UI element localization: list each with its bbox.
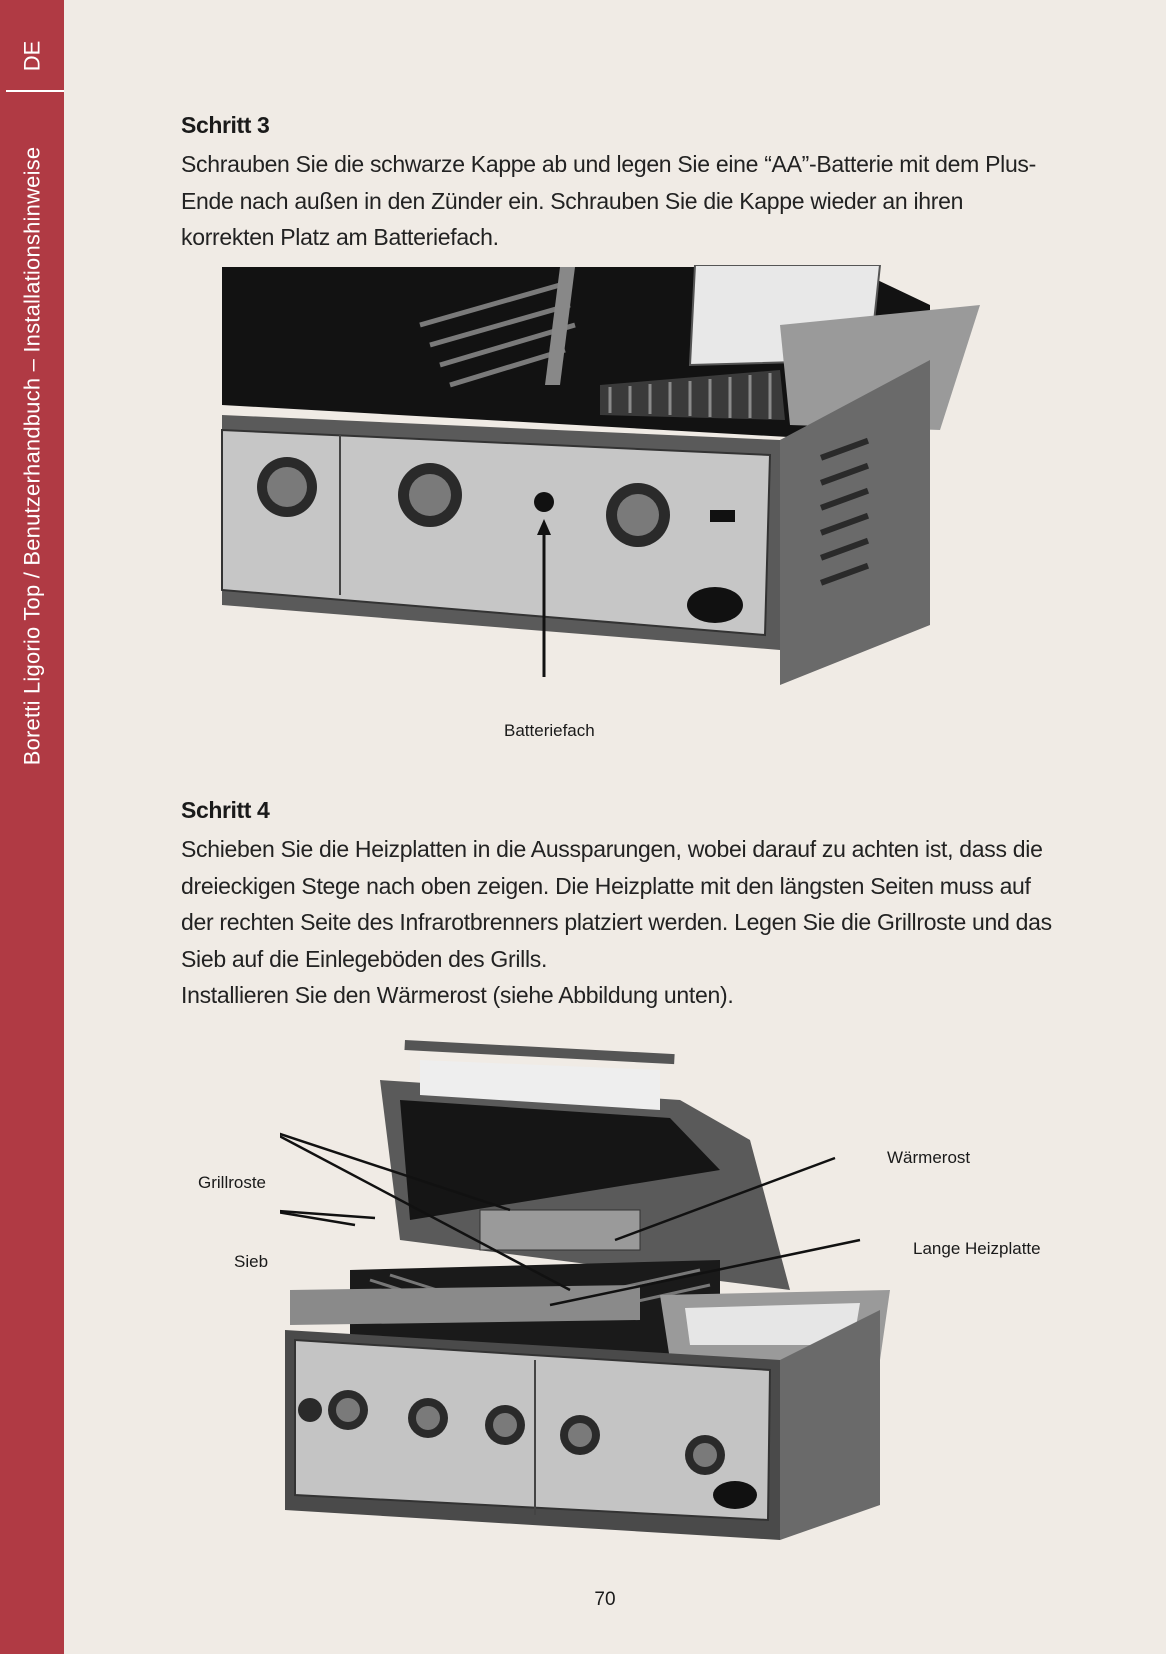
- label-sieb: Sieb: [234, 1252, 269, 1271]
- sidebar-title-wrap: Boretti Ligorio Top / Benutzerhandbuch –…: [0, 104, 64, 808]
- sidebar-title: Boretti Ligorio Top / Benutzerhandbuch –…: [19, 146, 45, 766]
- battery-label: Batteriefach: [504, 721, 595, 740]
- control-panel: [221, 428, 772, 637]
- warming-rack: [479, 1209, 641, 1251]
- step3-text: Schrauben Sie die schwarze Kappe ab und …: [181, 151, 1036, 250]
- lid-handle: [404, 1040, 675, 1065]
- battery-compartment: [534, 492, 554, 512]
- grill-knobs: [298, 1390, 725, 1475]
- language-code: DE: [19, 40, 44, 72]
- side-vents: [820, 437, 870, 586]
- sidebar: DE Boretti Ligorio Top / Benutzerhandbuc…: [0, 0, 64, 1654]
- page-number: 70: [594, 1589, 616, 1610]
- step3-heading: Schritt 3: [181, 112, 270, 138]
- grill-divider: [545, 267, 575, 385]
- language-tab: DE: [0, 26, 64, 86]
- brand-badge: [687, 587, 743, 623]
- label-grillroste: Grillroste: [198, 1173, 267, 1192]
- searing-grate: [600, 370, 785, 420]
- status-light: [710, 510, 735, 522]
- lid-interior: [400, 1100, 720, 1220]
- battery-figure: [221, 265, 980, 685]
- grill-brand-badge: [713, 1481, 757, 1509]
- grill-figure: [280, 1040, 890, 1540]
- label-waermerost: Wärmerost: [887, 1148, 971, 1167]
- step4-text-block: Schieben Sie die Heizplatten in die Auss…: [181, 831, 1061, 1014]
- grill-control-panel: [294, 1338, 772, 1522]
- step3-text-block: Schrauben Sie die schwarze Kappe ab und …: [181, 146, 1061, 256]
- side-burner-lid: [685, 1303, 860, 1345]
- searing-grate-lines: [608, 373, 772, 419]
- step4-text: Schieben Sie die Heizplatten in die Auss…: [181, 836, 1052, 972]
- sidebar-divider: [6, 90, 64, 92]
- grill-top-frame: [290, 1285, 640, 1325]
- control-knobs: [257, 457, 670, 547]
- grill-side-panel: [780, 1310, 880, 1540]
- callout-arrows: [280, 1132, 861, 1307]
- step4-heading: Schritt 4: [181, 797, 270, 823]
- lid-window: [420, 1060, 660, 1110]
- label-heizplatte: Lange Heizplatte: [913, 1239, 1041, 1258]
- step4-text-2: Installieren Sie den Wärmerost (siehe Ab…: [181, 982, 734, 1008]
